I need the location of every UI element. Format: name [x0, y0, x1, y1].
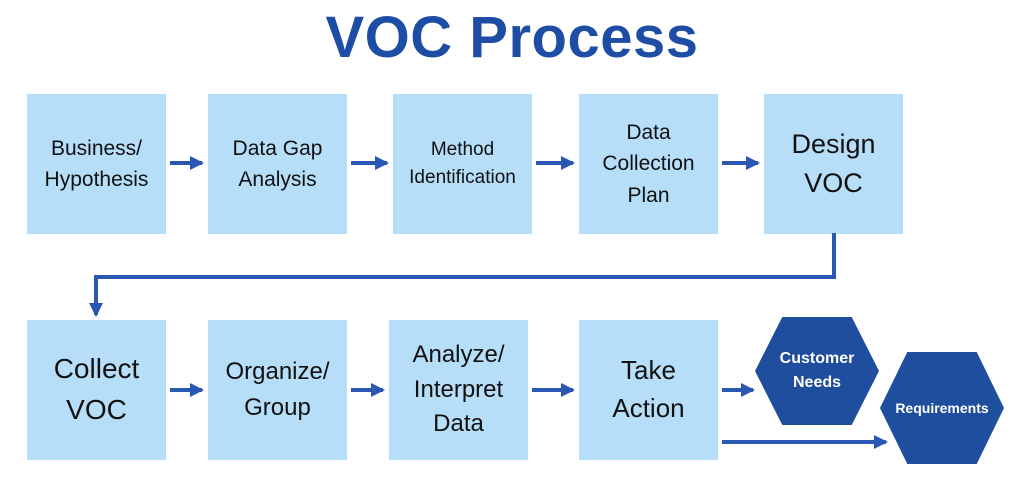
step-analyze-interpret-data: Analyze/ Interpret Data	[389, 320, 528, 460]
step-data-collection-plan: Data Collection Plan	[579, 94, 718, 234]
step-label: Data Collection Plan	[602, 120, 695, 207]
step-label: Data Gap Analysis	[232, 136, 323, 192]
step-data-gap-analysis: Data Gap Analysis	[208, 94, 347, 234]
step-collect-voc: Collect VOC	[27, 320, 166, 460]
step-method-identification: Method Identification	[393, 94, 532, 234]
step-design-voc: Design VOC	[764, 94, 903, 234]
step-label: Take Action	[612, 355, 685, 423]
step-label: Organize/ Group	[225, 358, 330, 421]
output-requirements: Requirements	[880, 352, 1004, 464]
output-customer-needs: Customer Needs	[755, 317, 879, 425]
output-label: Customer Needs	[779, 350, 855, 391]
step-label: Design VOC	[791, 128, 876, 198]
step-label: Analyze/ Interpret Data	[412, 340, 505, 438]
step-label: Collect VOC	[53, 353, 140, 425]
step-label: Business/ Hypothesis	[44, 136, 149, 192]
step-take-action: Take Action	[579, 320, 718, 460]
step-business-hypothesis: Business/ Hypothesis	[27, 94, 166, 234]
page-title: VOC Process	[325, 5, 699, 70]
output-label: Requirements	[895, 399, 989, 416]
arrow-design-to-collect-elbow	[89, 233, 836, 317]
step-organize-group: Organize/ Group	[208, 320, 347, 460]
step-label: Method Identification	[409, 138, 516, 189]
